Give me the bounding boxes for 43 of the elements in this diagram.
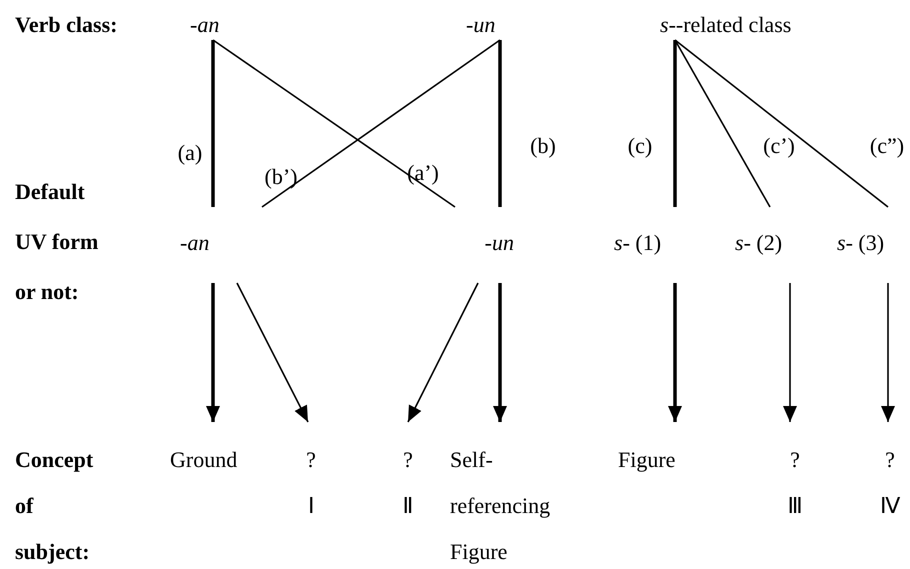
node-text: s- (3) (837, 229, 886, 257)
edge-label: (a) (178, 142, 202, 164)
arrow (206, 283, 220, 422)
node-text: Ⅰ (307, 492, 315, 520)
connector-line (262, 39, 500, 208)
node-text: Ⅱ (402, 492, 414, 520)
node-text: -an (180, 229, 210, 257)
connector-line (673, 40, 677, 207)
edge-label: (b’) (264, 166, 298, 188)
node-text: Figure (618, 446, 676, 474)
arrow (407, 282, 479, 422)
node-text: Ground (170, 446, 238, 474)
arrow (783, 283, 797, 422)
node-text: ? (402, 446, 414, 474)
node-text: s- (1) (614, 229, 662, 257)
row-heading: Verb class: (15, 11, 118, 39)
arrow (493, 283, 507, 422)
arrow (881, 283, 895, 422)
edge-label: (c’) (763, 135, 795, 157)
connector-line (211, 40, 215, 207)
node-text: ? (789, 446, 801, 474)
node-text: s- (2) (735, 229, 784, 257)
connector-line (212, 39, 456, 208)
connector-line (674, 39, 888, 208)
edge-label: (c”) (870, 135, 904, 157)
node-text: -un (466, 11, 496, 39)
arrow (668, 283, 682, 422)
arrow (236, 282, 309, 422)
node-text: s--related class (660, 11, 792, 39)
edge-label: (a’) (407, 162, 439, 184)
node-text: Ⅲ (786, 492, 804, 520)
node-text: ? (305, 446, 317, 474)
node-text: -un (484, 229, 514, 257)
row-heading: Concept of subject: (15, 446, 94, 566)
node-text: -an (190, 11, 220, 39)
node-text: ? (884, 446, 896, 474)
edge-label: (c) (628, 135, 652, 157)
row-heading: Default UV form or not: (15, 178, 100, 306)
edge-label: (b) (530, 135, 556, 157)
node-text: Ⅳ (879, 492, 901, 520)
connector-line (674, 40, 771, 208)
connector-line (498, 40, 502, 207)
node-text: Self- referencing Figure (450, 446, 552, 566)
